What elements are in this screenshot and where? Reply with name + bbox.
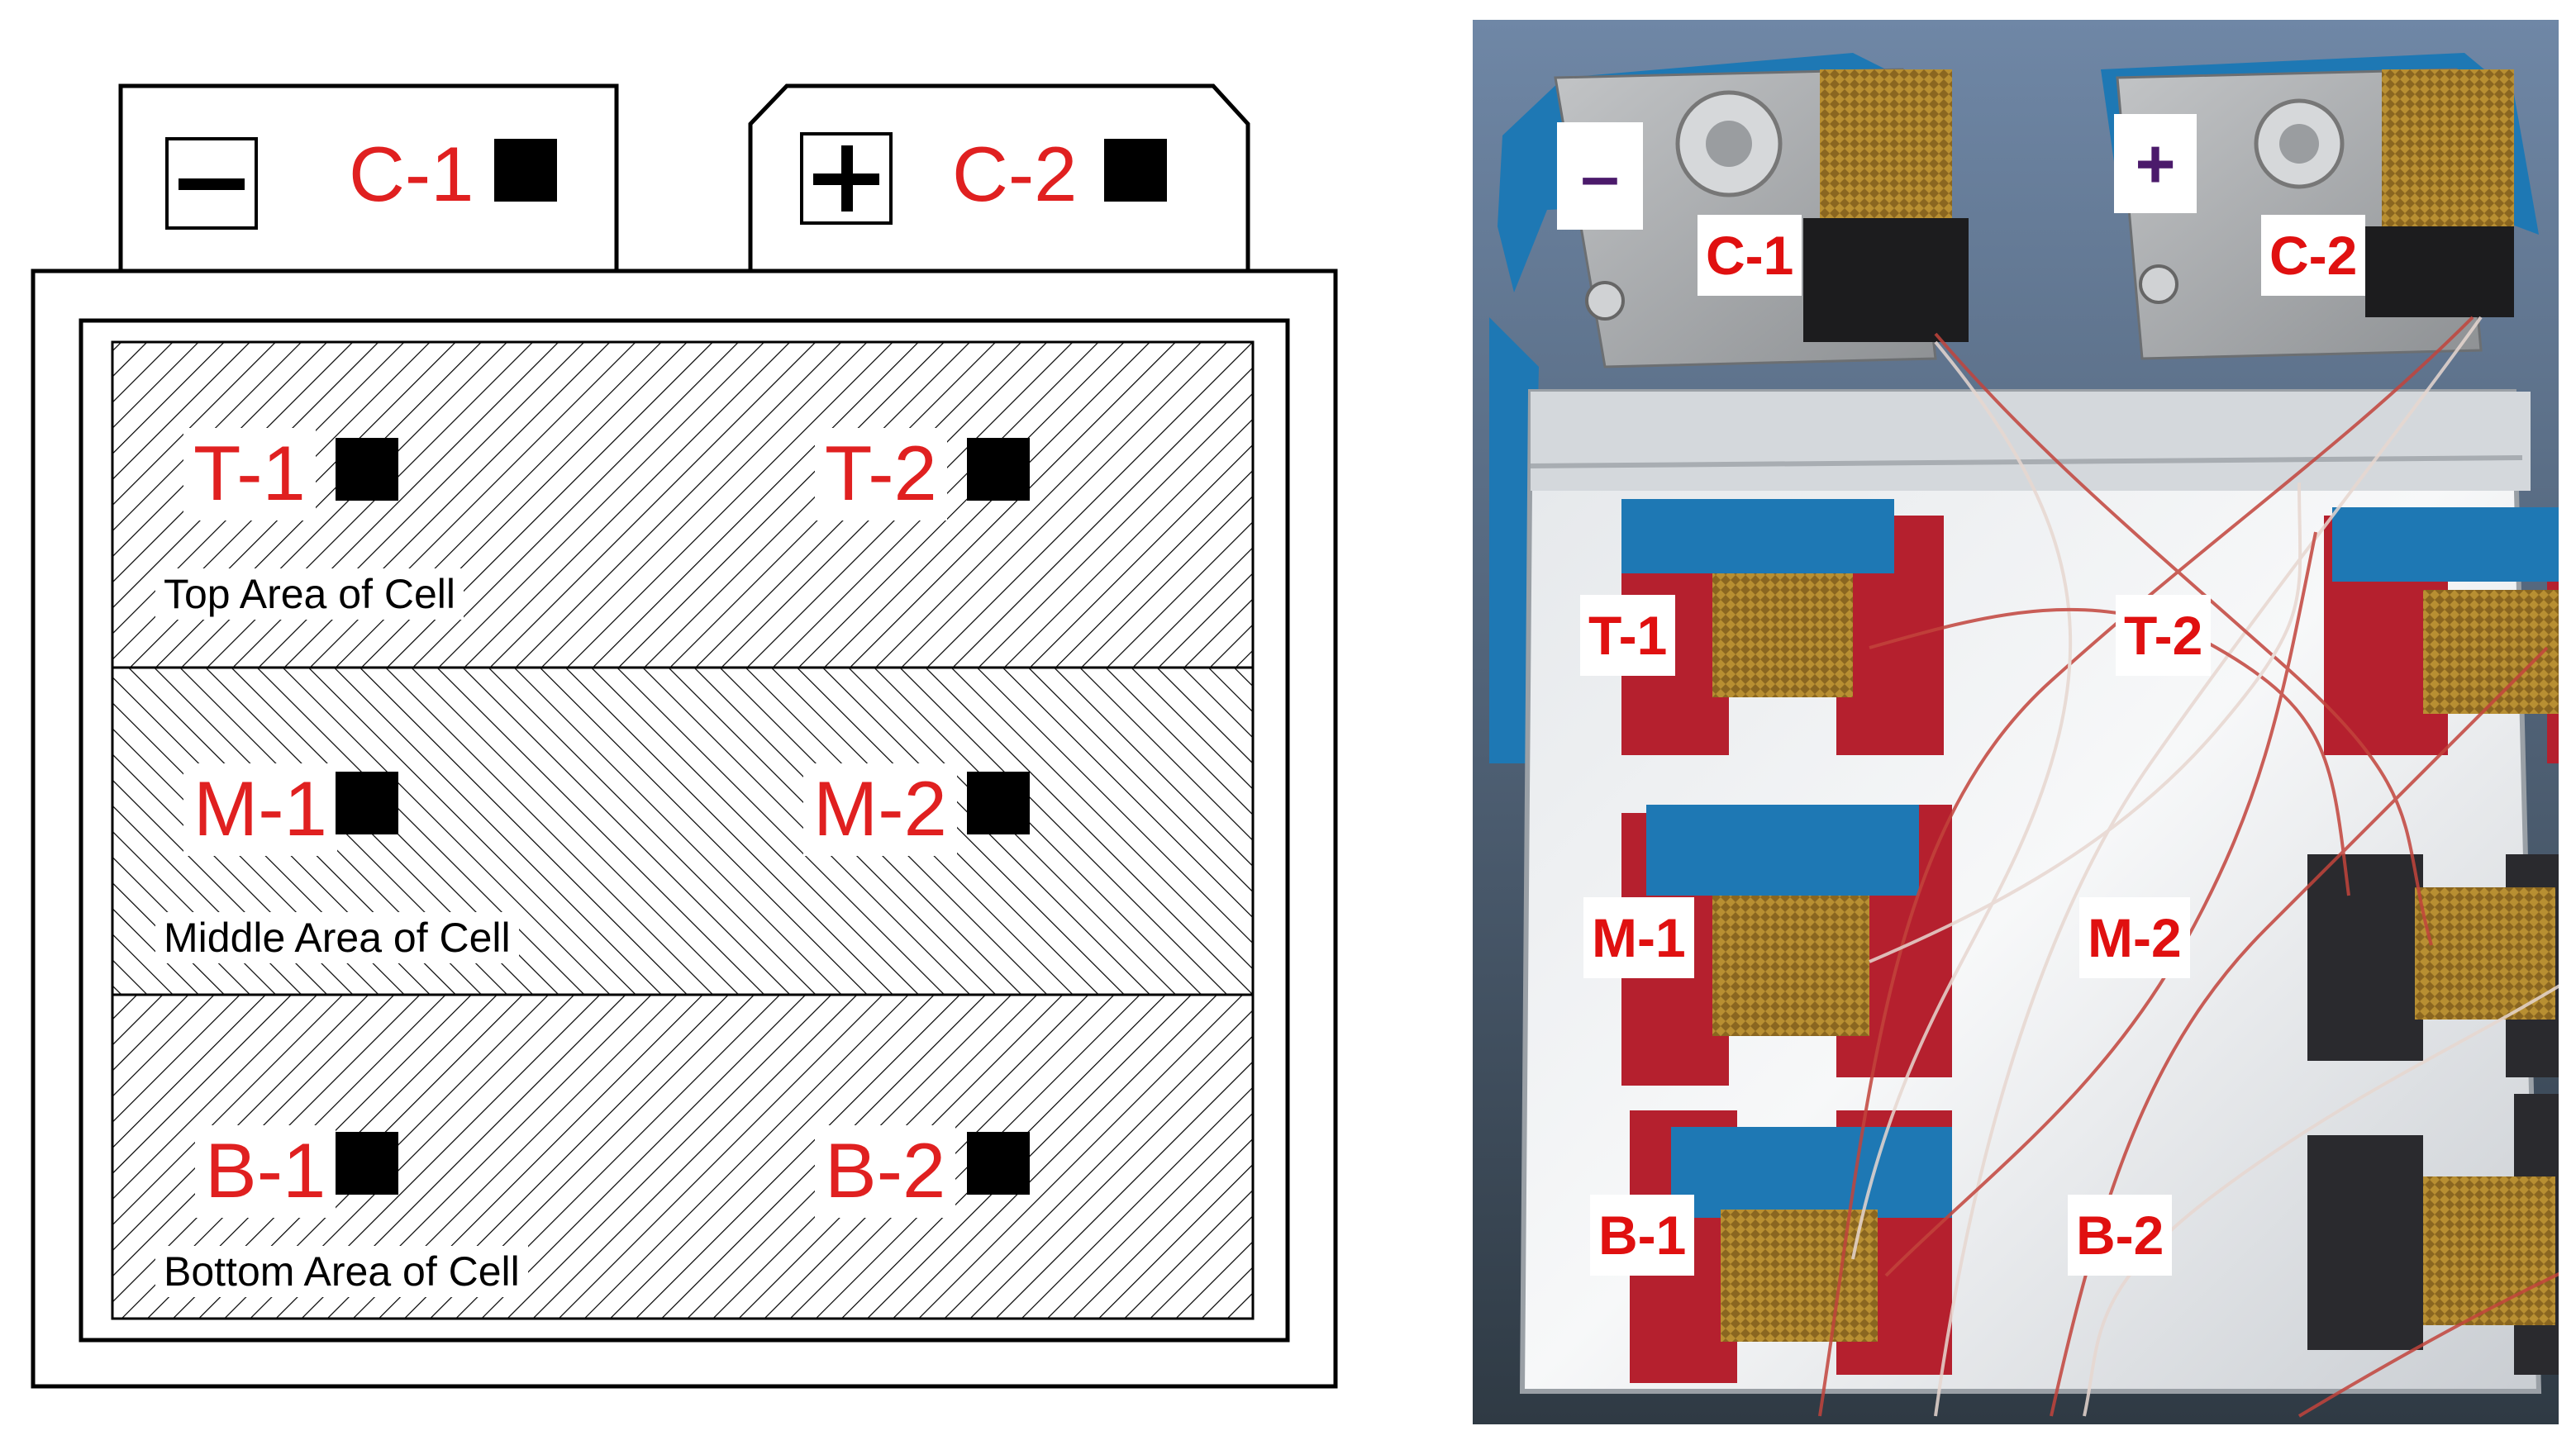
area-label-t2: T-2	[815, 428, 947, 520]
sensor-t2	[967, 438, 1030, 501]
sensor-t1	[336, 438, 398, 501]
photo-label-b1: B-1	[1590, 1195, 1695, 1276]
area-label-m1: M-1	[183, 763, 337, 856]
photo-label-c1: C-1	[1697, 215, 1802, 296]
area-label-b1: B-1	[195, 1125, 336, 1218]
photo-label-c2: C-2	[2261, 215, 2366, 296]
photo-plus-sign: +	[2114, 114, 2197, 213]
middle-area-caption: Middle Area of Cell	[155, 912, 519, 963]
terminal-label-c1: C-1	[339, 129, 484, 221]
sensor-b2	[967, 1132, 1030, 1195]
photo-minus-sign: –	[1557, 122, 1643, 230]
sensor-c2	[1104, 139, 1167, 202]
sensor-b1	[336, 1132, 398, 1195]
cell-photo: – + C-1 C-2 T-1 T-2 M-1 M-2 B-1 B-2	[1473, 20, 2559, 1424]
top-area-caption: Top Area of Cell	[155, 568, 464, 620]
photo-label-b2: B-2	[2068, 1195, 2173, 1276]
photo-label-t1: T-1	[1580, 595, 1676, 676]
plus-icon	[800, 132, 893, 225]
sensor-c1	[494, 139, 557, 202]
photo-label-t2: T-2	[2116, 595, 2212, 676]
area-label-b2: B-2	[815, 1125, 956, 1218]
area-label-t1: T-1	[183, 428, 316, 520]
sensor-m1	[336, 772, 398, 834]
photo-scene	[1473, 20, 2559, 1424]
photo-label-m1: M-1	[1583, 897, 1694, 978]
sensor-m2	[967, 772, 1030, 834]
terminal-label-c2: C-2	[942, 129, 1088, 221]
minus-icon	[165, 137, 258, 230]
cell-schematic: C-1 C-2 T-1 T-2 Top Area of Cell M-1 M-2…	[31, 83, 1338, 1389]
photo-label-m2: M-2	[2079, 897, 2190, 978]
area-label-m2: M-2	[803, 763, 957, 856]
bottom-area-caption: Bottom Area of Cell	[155, 1246, 528, 1297]
